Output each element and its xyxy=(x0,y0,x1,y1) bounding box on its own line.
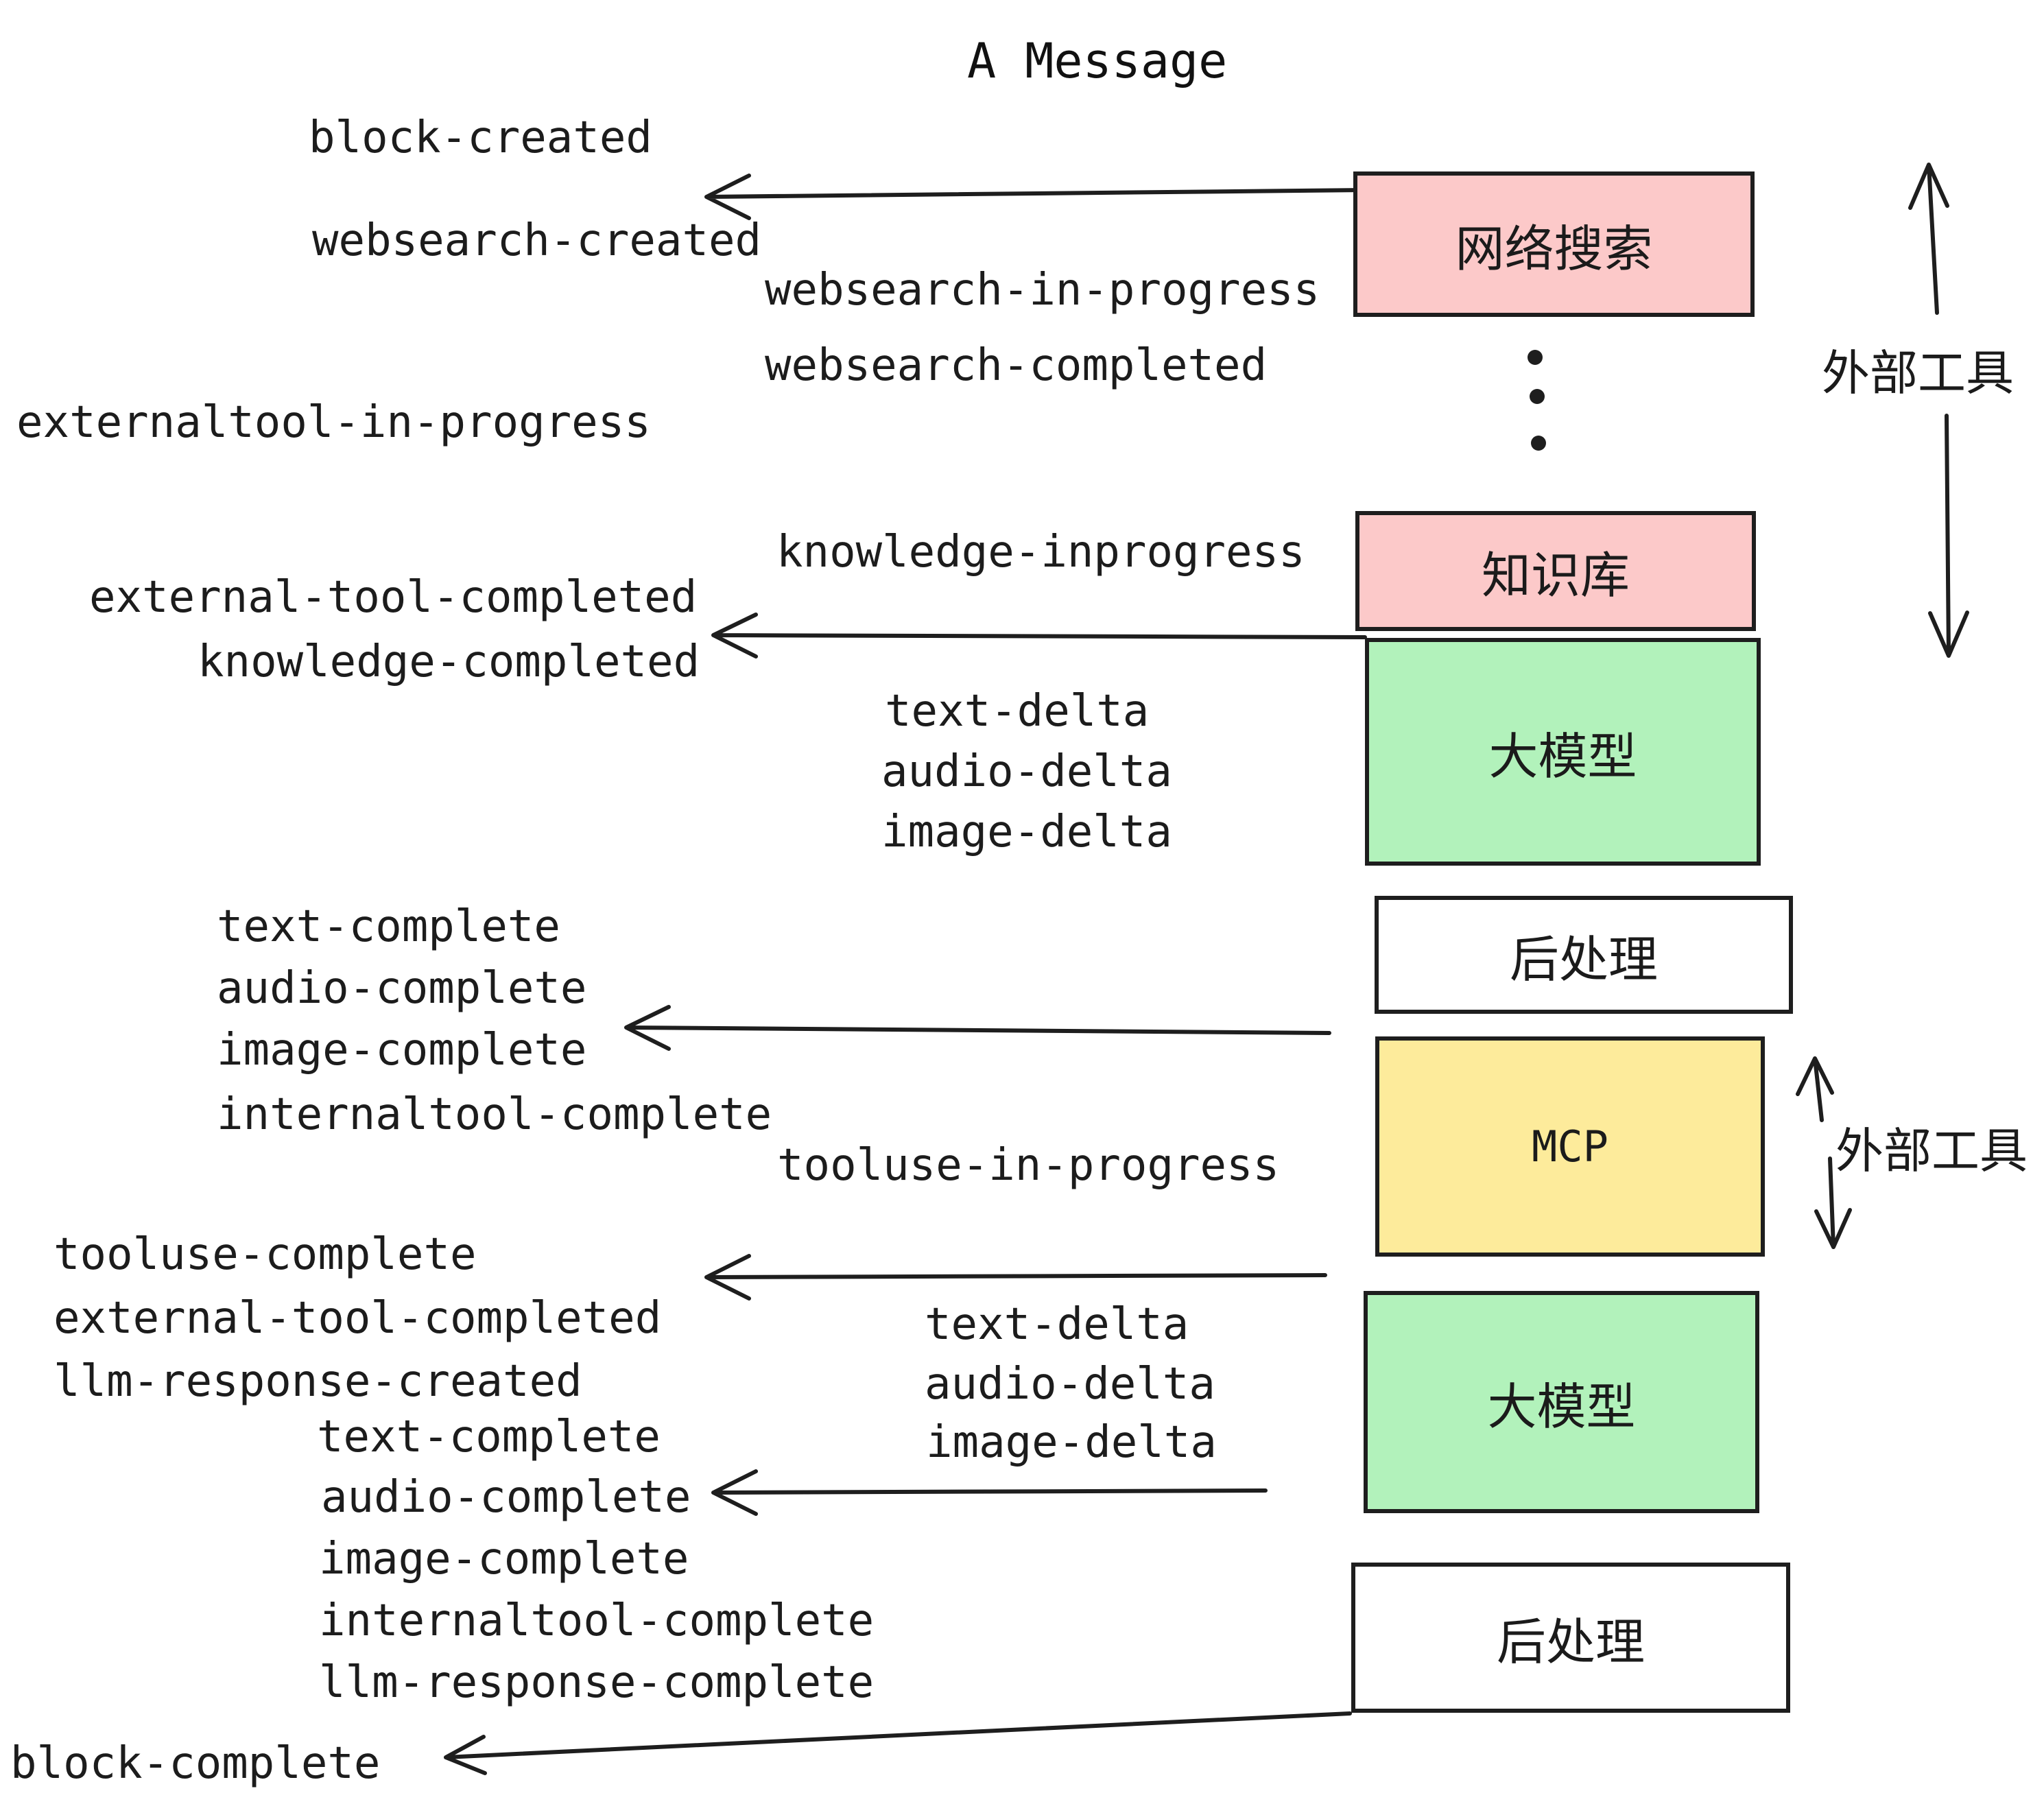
annotation-external-tools-mid: 外部工具 xyxy=(1835,1124,2028,1178)
box-knowledge-base: 知识库 xyxy=(1355,511,1756,631)
event-label-tooluse-complete: tooluse-complete xyxy=(54,1229,477,1280)
box-post-process-2-label: 后处理 xyxy=(1496,1615,1645,1670)
event-label-image-complete: image-complete xyxy=(217,1025,587,1076)
box-post-process-1-label: 后处理 xyxy=(1509,932,1658,988)
box-llm-1-label: 大模型 xyxy=(1488,729,1637,785)
event-label-image-delta-2: image-delta xyxy=(926,1417,1217,1468)
event-label-audio-complete: audio-complete xyxy=(217,963,587,1014)
annotation-external-tools-top: 外部工具 xyxy=(1822,346,2014,400)
event-label-internaltool-complete-2: internaltool-complete xyxy=(319,1595,875,1646)
event-label-audio-complete-2: audio-complete xyxy=(321,1472,691,1523)
event-label-external-tool-completed: external-tool-completed xyxy=(89,572,698,623)
box-post-process-2: 后处理 xyxy=(1351,1563,1790,1713)
left-arrow-icon xyxy=(704,1254,1327,1301)
event-label-websearch-created: websearch-created xyxy=(312,215,762,266)
box-llm-1: 大模型 xyxy=(1365,638,1761,866)
left-arrow-icon xyxy=(711,1469,1268,1516)
down-arrow-icon xyxy=(1928,414,1969,658)
event-label-llm-response-created: llm-response-created xyxy=(54,1356,582,1407)
event-label-block-created: block-created xyxy=(309,112,652,163)
up-arrow-icon xyxy=(1908,163,1949,315)
event-label-llm-response-complete: llm-response-complete xyxy=(319,1657,875,1708)
event-label-text-delta-2: text-delta xyxy=(925,1299,1189,1350)
left-arrow-icon xyxy=(704,174,1367,220)
up-arrow-icon xyxy=(1796,1056,1834,1122)
event-label-image-complete-2: image-complete xyxy=(319,1534,689,1585)
box-mcp-label: MCP xyxy=(1532,1121,1608,1172)
box-mcp: MCP xyxy=(1375,1036,1765,1257)
box-web-search-label: 网络搜索 xyxy=(1455,222,1653,277)
event-label-text-delta: text-delta xyxy=(885,686,1150,737)
ellipsis-dots-icon xyxy=(1528,350,1546,451)
box-llm-2-label: 大模型 xyxy=(1487,1379,1636,1435)
event-label-block-complete: block-complete xyxy=(10,1738,381,1789)
box-knowledge-base-label: 知识库 xyxy=(1481,549,1630,604)
event-label-knowledge-completed: knowledge-completed xyxy=(198,637,700,687)
event-label-image-delta: image-delta xyxy=(881,807,1172,857)
left-arrow-icon xyxy=(711,613,1367,658)
event-label-knowledge-inprogress: knowledge-inprogress xyxy=(776,527,1305,578)
event-label-internaltool-complete: internaltool-complete xyxy=(217,1089,772,1140)
left-arrow-icon xyxy=(444,1711,1352,1775)
down-arrow-icon xyxy=(1814,1156,1852,1249)
event-label-audio-delta: audio-delta xyxy=(881,746,1172,797)
diagram-title: A Message xyxy=(967,33,1228,89)
event-label-text-complete: text-complete xyxy=(217,901,560,952)
event-label-websearch-completed: websearch-completed xyxy=(765,340,1268,391)
box-post-process-1: 后处理 xyxy=(1375,896,1793,1014)
event-label-websearch-in-progress: websearch-in-progress xyxy=(765,265,1320,316)
event-label-text-complete-2: text-complete xyxy=(317,1412,661,1462)
event-label-audio-delta-2: audio-delta xyxy=(925,1359,1215,1410)
event-label-external-tool-completed-2: external-tool-completed xyxy=(54,1293,662,1344)
event-label-tooluse-in-progress: tooluse-in-progress xyxy=(777,1140,1280,1191)
left-arrow-icon xyxy=(624,1005,1331,1051)
box-llm-2: 大模型 xyxy=(1364,1291,1759,1513)
event-label-externaltool-in-progress: externaltool-in-progress xyxy=(16,397,651,448)
box-web-search: 网络搜索 xyxy=(1353,171,1755,317)
